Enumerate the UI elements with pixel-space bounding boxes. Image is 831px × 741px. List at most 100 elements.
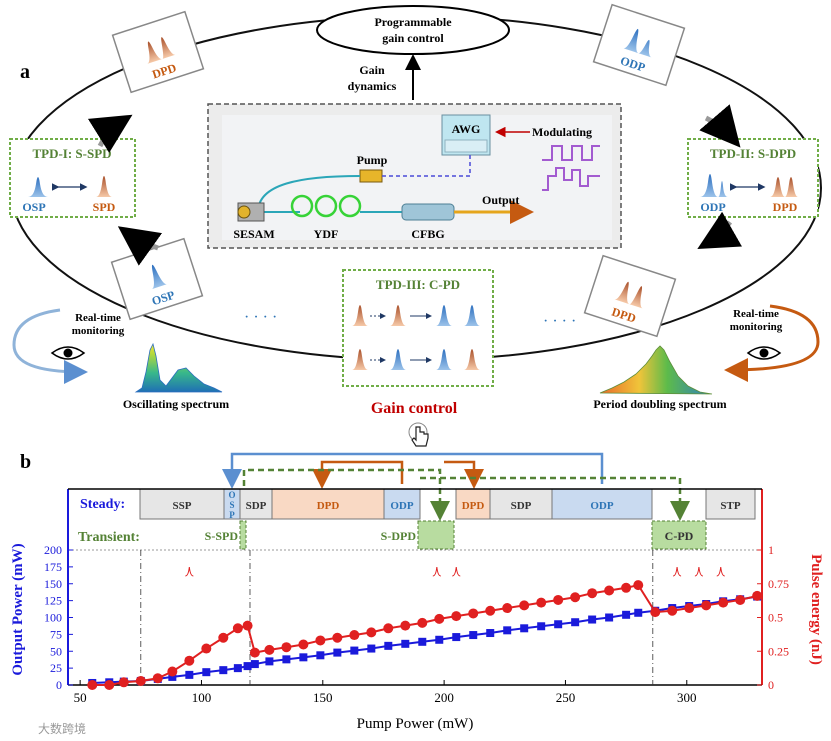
output-power-point — [469, 631, 478, 640]
transient-label: Transient: — [78, 530, 140, 545]
x-tick-label: 100 — [192, 690, 212, 705]
pulse-energy-point — [281, 642, 292, 653]
steady-state-label: SDP — [511, 500, 532, 512]
pulse-energy-point — [242, 620, 253, 631]
output-power-point — [622, 610, 631, 619]
output-label: Output — [482, 193, 519, 207]
pump-device — [359, 169, 383, 183]
pulse-energy-point — [152, 673, 163, 684]
pulse-energy-point — [349, 630, 360, 641]
pulse-glyph — [694, 566, 703, 577]
cycle-arrow-3 — [697, 211, 742, 249]
output-power-point — [634, 608, 643, 617]
y-tick-label: 0 — [56, 678, 62, 692]
output-power-point — [520, 624, 529, 633]
pulse-energy-point — [735, 594, 746, 605]
y-tick-label: 50 — [50, 644, 62, 658]
pulse-energy-point — [718, 597, 729, 608]
steady-state-label: SSP — [173, 500, 192, 512]
card-bottom-right: DPD — [583, 254, 677, 338]
x-tick-label: 150 — [313, 690, 333, 705]
pulse-energy-point — [536, 597, 547, 608]
output-power-point — [350, 646, 359, 655]
y2-axis-label: Pulse energy (nJ) — [808, 554, 824, 665]
cfbg-device — [401, 203, 455, 221]
pulse-energy-point — [752, 590, 763, 601]
y-tick-label: 25 — [50, 661, 62, 675]
tpd2-box: TPD-II: S-DPD ODP DPD — [687, 138, 819, 218]
y2-tick-label: 0 — [768, 678, 774, 692]
tpd1-right: SPD — [93, 200, 116, 214]
monitor-left-line1: Real-time — [75, 312, 121, 324]
card-top-right: ODP — [592, 3, 686, 87]
y2-tick-label: 1 — [768, 543, 774, 557]
pulse-energy-point — [417, 617, 428, 628]
panel-a-label: a — [20, 61, 30, 83]
steady-cell — [139, 488, 225, 520]
pulse-energy-point — [570, 592, 581, 603]
cfbg-label: CFBG — [411, 227, 444, 241]
pulse-energy-point — [502, 603, 513, 614]
pulse-energy-point — [201, 643, 212, 654]
tpd2-title: TPD-II: S-DPD — [710, 146, 796, 161]
watermark: 大数跨境 — [38, 721, 86, 736]
y2-tick-label: 0.75 — [768, 577, 789, 591]
tpd2-right: DPD — [773, 200, 798, 214]
x-tick-label: 200 — [434, 690, 454, 705]
tpd1-box: TPD-I: S-SPD OSP SPD — [9, 138, 136, 218]
tpd2-left: ODP — [700, 200, 725, 214]
output-power-point — [265, 657, 274, 666]
output-power-point — [503, 626, 512, 635]
modulation-wave-2 — [542, 167, 600, 191]
ydf-coil-2 — [314, 194, 338, 218]
output-power-point — [185, 670, 194, 679]
dots-left: · · · · — [244, 309, 277, 326]
x-tick-label: 50 — [74, 690, 87, 705]
y-tick-label: 125 — [44, 594, 62, 608]
steady-label-osp-o: O — [228, 490, 235, 500]
output-power-point — [250, 660, 259, 669]
ydf-coil-3 — [338, 194, 362, 218]
spectrum-right-label: Period doubling spectrum — [593, 397, 726, 411]
pulse-energy-point — [118, 677, 129, 688]
steady-state-label: STP — [720, 500, 740, 512]
transient-label-sdpd: S-DPD — [381, 529, 417, 543]
pulse-energy-point — [184, 655, 195, 666]
pump-label: Pump — [357, 153, 388, 167]
pulse-energy-point — [232, 623, 243, 634]
pulse-energy-point — [519, 600, 530, 611]
ydf-coil-1 — [290, 194, 314, 218]
y-tick-label: 100 — [44, 611, 62, 625]
y-tick-label: 150 — [44, 577, 62, 591]
steady-state-label: DPD — [462, 500, 485, 512]
steady-state-label: ODP — [390, 500, 414, 512]
y2-tick-label: 0.25 — [768, 644, 789, 658]
output-power-point — [299, 653, 308, 662]
x-tick-label: 250 — [556, 690, 576, 705]
pulse-energy-point — [667, 605, 678, 616]
tpd3-box: TPD-III: C-PD — [342, 269, 494, 387]
top-box-line2: gain control — [382, 31, 444, 45]
pulse-energy-point — [684, 603, 695, 614]
cycle-arrow-1 — [87, 114, 133, 153]
output-power-point — [588, 615, 597, 624]
gain-control-label: Gain control — [371, 400, 458, 417]
tpd1-title: TPD-I: S-SPD — [32, 146, 111, 161]
pulse-energy-point — [218, 632, 229, 643]
output-power-point — [282, 655, 291, 664]
monitor-left-line2: monitoring — [72, 325, 125, 337]
output-power-point — [554, 620, 563, 629]
top-box-line1: Programmable — [374, 15, 452, 29]
hand-pointer-icon — [408, 422, 429, 447]
eye-icon-right — [746, 346, 782, 360]
output-power-point — [168, 672, 177, 681]
output-power-point — [384, 641, 393, 650]
pulse-energy-point — [553, 594, 564, 605]
series-pulse-energy-line — [92, 583, 758, 686]
steady-label-osp-s: S — [229, 500, 234, 510]
setup-diagram: AWG Modulating Pump SESAM YDF CFBG Outpu… — [207, 103, 622, 249]
pulse-energy-point — [621, 582, 632, 593]
dots-right: · · · · — [543, 313, 576, 330]
